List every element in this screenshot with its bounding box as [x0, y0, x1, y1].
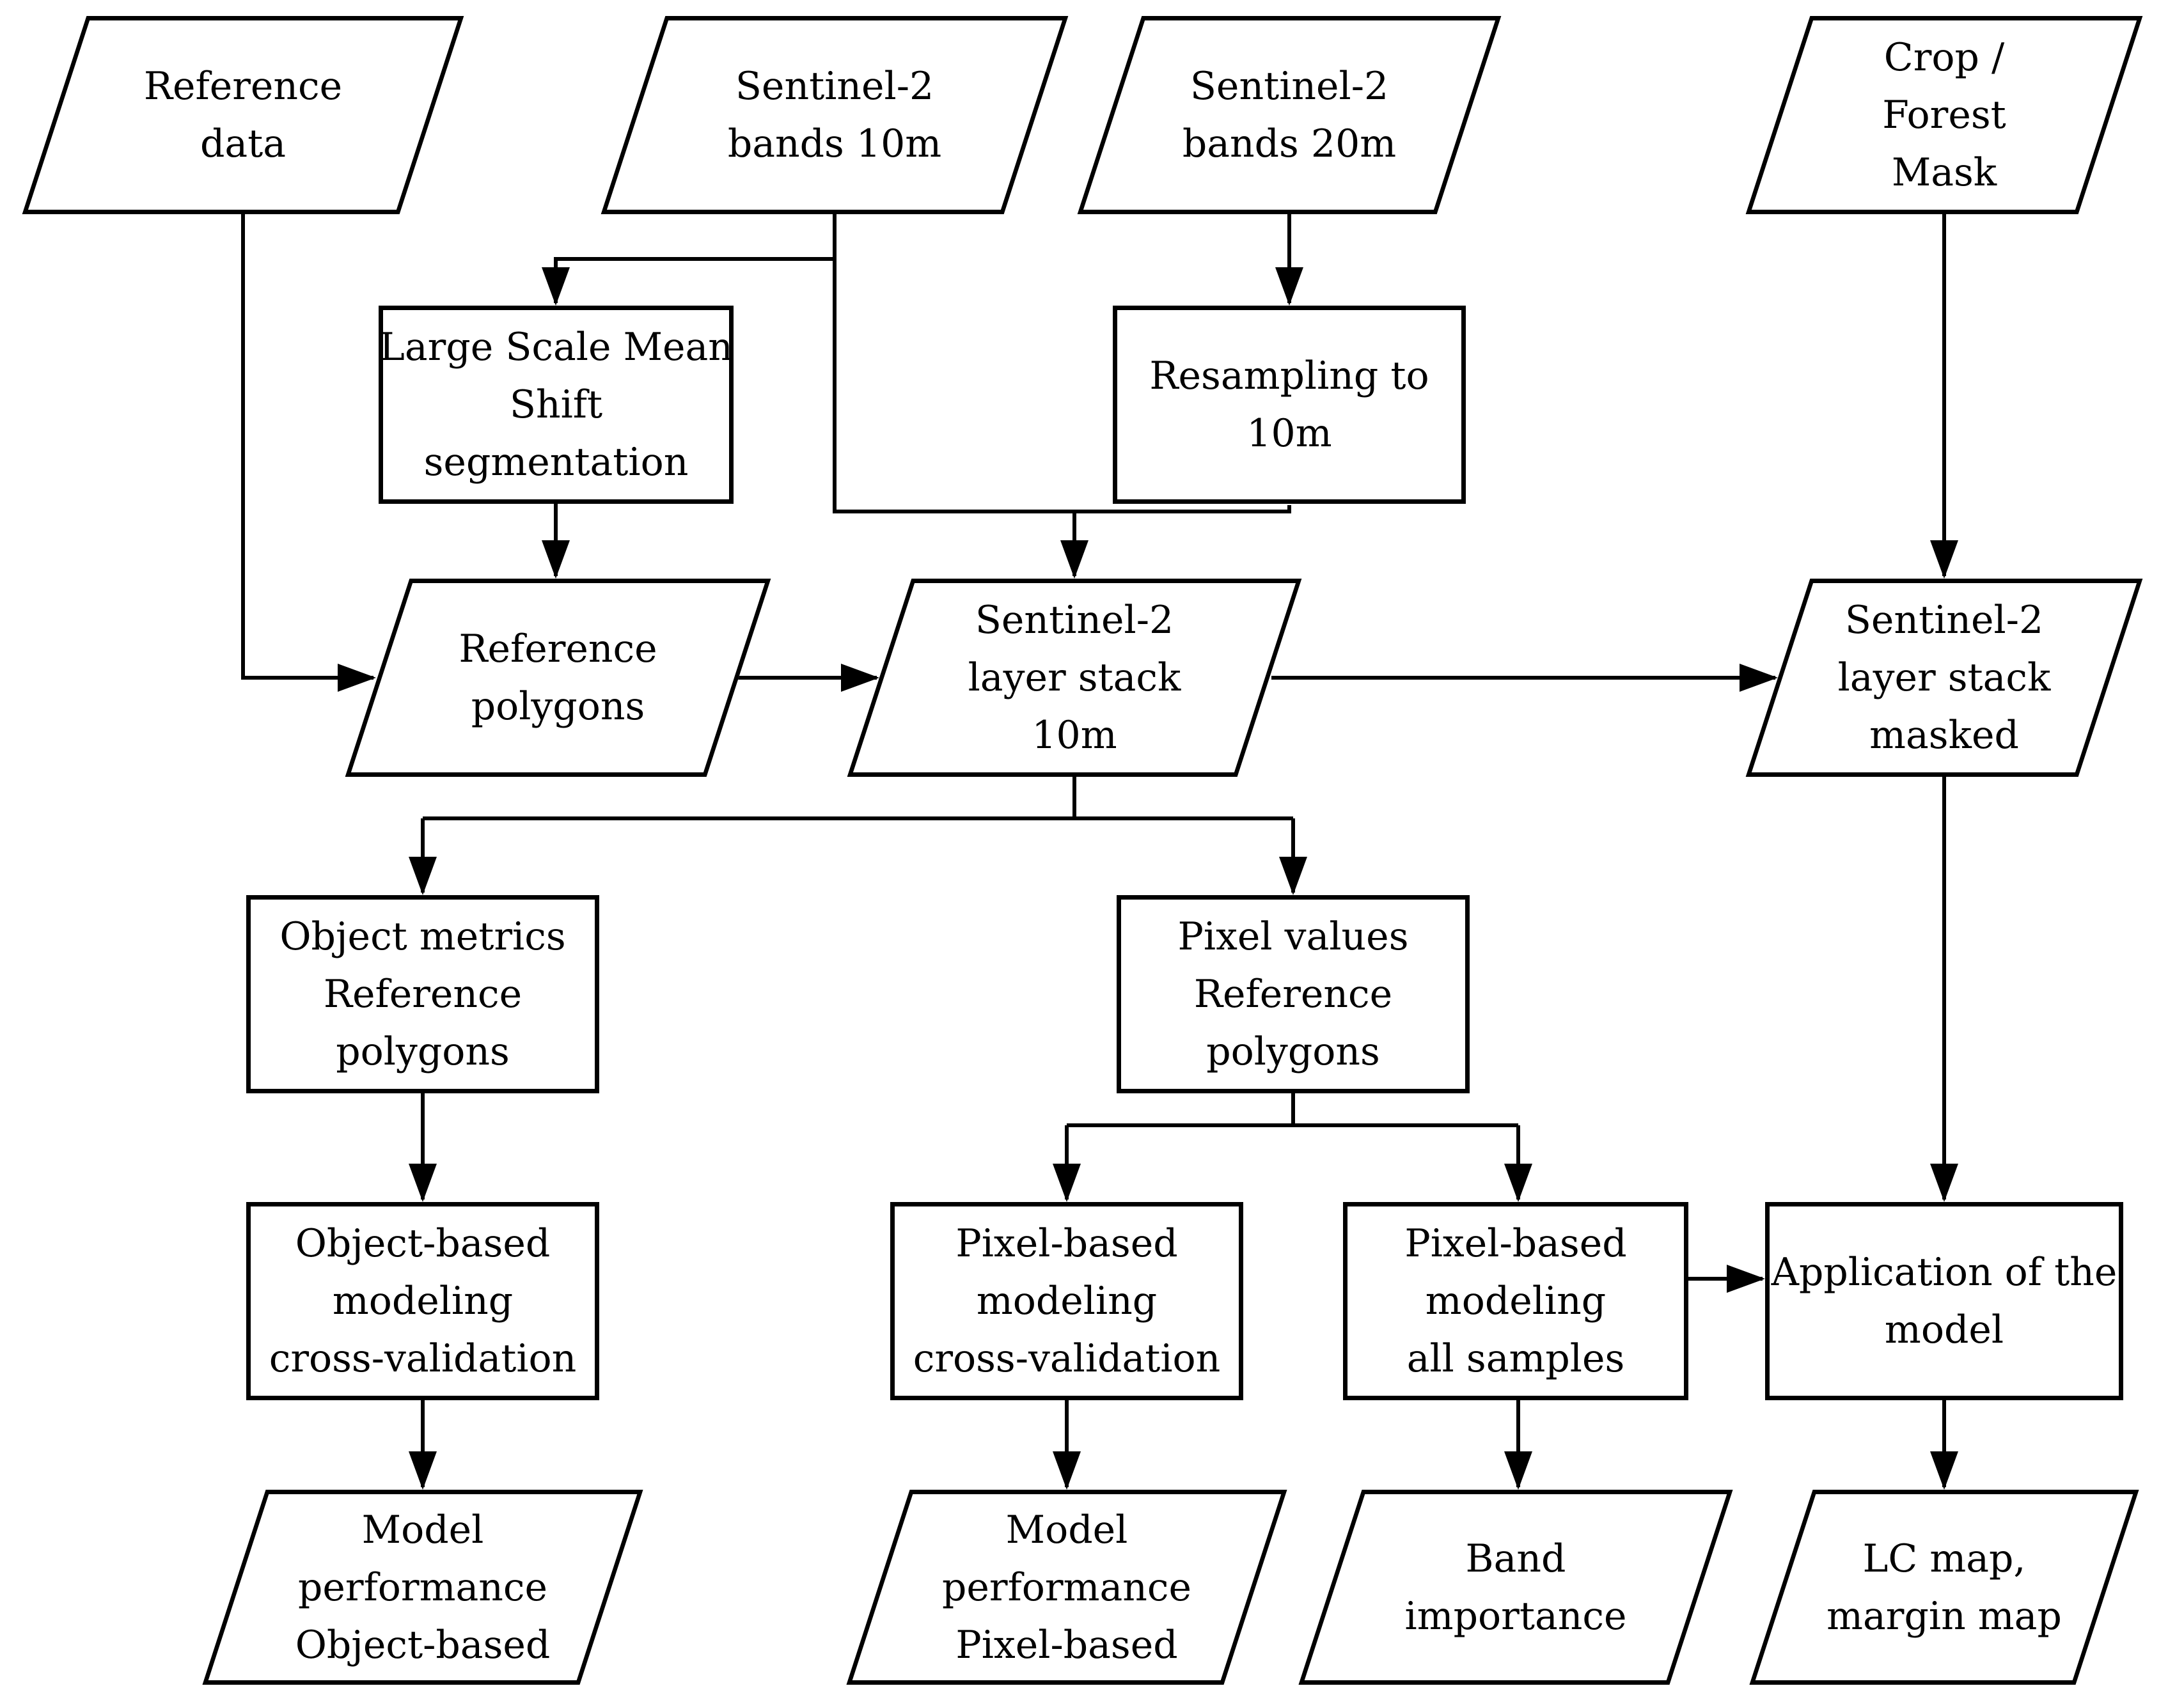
- node-model-performance-object: Model performance Object-based: [199, 1490, 647, 1685]
- node-reference-polygons: Reference polygons: [342, 579, 774, 777]
- rectangle-shape: [1113, 306, 1466, 504]
- rectangle-shape: [890, 1202, 1243, 1400]
- node-resampling: Resampling to 10m: [1113, 306, 1466, 504]
- node-label: Resampling to 10m: [1149, 354, 1429, 456]
- node-application-of-model: Application of the model: [1765, 1202, 2123, 1400]
- edge-bands10m-lsms: [542, 257, 835, 306]
- node-band-importance: Band importance: [1295, 1490, 1736, 1685]
- node-label: Sentinel-2 layer stack masked: [1837, 598, 2051, 758]
- rectangle-shape: [1343, 1202, 1688, 1400]
- node-label: Band importance: [1404, 1536, 1627, 1639]
- node-lc-map-margin-map: LC map, margin map: [1746, 1490, 2142, 1685]
- edge-refdata-refpolygons: [241, 214, 376, 692]
- node-label: Reference data: [143, 64, 343, 166]
- node-label: Pixel-based modeling cross-validation: [913, 1221, 1221, 1381]
- rectangle-shape: [1117, 895, 1470, 1093]
- node-sentinel2-layer-stack-10m: Sentinel-2 layer stack 10m: [844, 579, 1305, 777]
- node-label: Model performance Object-based: [295, 1507, 551, 1667]
- edge-bands10m-trunk: [833, 214, 1291, 513]
- rectangle-shape: [1765, 1202, 2123, 1400]
- node-label: Model performance Pixel-based: [941, 1507, 1192, 1667]
- node-label: Sentinel-2 bands 10m: [727, 64, 942, 166]
- node-label: Reference polygons: [459, 627, 657, 729]
- node-object-metrics: Object metrics Reference polygons: [246, 895, 599, 1093]
- node-model-performance-pixel: Model performance Pixel-based: [843, 1490, 1291, 1685]
- node-sentinel2-layer-stack-masked: Sentinel-2 layer stack masked: [1743, 579, 2146, 777]
- node-label: Sentinel-2 bands 20m: [1182, 64, 1397, 166]
- node-pixel-based-modeling-all: Pixel-based modeling all samples: [1343, 1202, 1688, 1400]
- node-reference-data: Reference data: [19, 16, 467, 214]
- node-label: Pixel-based modeling all samples: [1404, 1221, 1627, 1381]
- node-lsms-segmentation: Large Scale Mean Shift segmentation: [379, 306, 734, 504]
- node-object-based-modeling: Object-based modeling cross-validation: [246, 1202, 599, 1400]
- rectangle-shape: [246, 895, 599, 1093]
- node-label: Pixel values Reference polygons: [1177, 914, 1409, 1074]
- rectangle-shape: [246, 1202, 599, 1400]
- node-sentinel2-bands-20m: Sentinel-2 bands 20m: [1074, 16, 1504, 214]
- node-label: Large Scale Mean Shift segmentation: [379, 325, 733, 485]
- node-label: Object-based modeling cross-validation: [269, 1221, 577, 1381]
- node-label: Sentinel-2 layer stack 10m: [968, 598, 1181, 758]
- node-label: Application of the model: [1771, 1250, 2117, 1352]
- node-label: LC map, margin map: [1827, 1536, 2062, 1639]
- node-label: Crop / Forest Mask: [1882, 35, 2006, 195]
- node-sentinel2-bands-10m: Sentinel-2 bands 10m: [598, 16, 1071, 214]
- node-label: Object metrics Reference polygons: [279, 914, 566, 1074]
- node-crop-forest-mask: Crop / Forest Mask: [1743, 16, 2146, 214]
- node-pixel-based-modeling-cv: Pixel-based modeling cross-validation: [890, 1202, 1243, 1400]
- node-pixel-values: Pixel values Reference polygons: [1117, 895, 1470, 1093]
- rectangle-shape: [379, 306, 734, 504]
